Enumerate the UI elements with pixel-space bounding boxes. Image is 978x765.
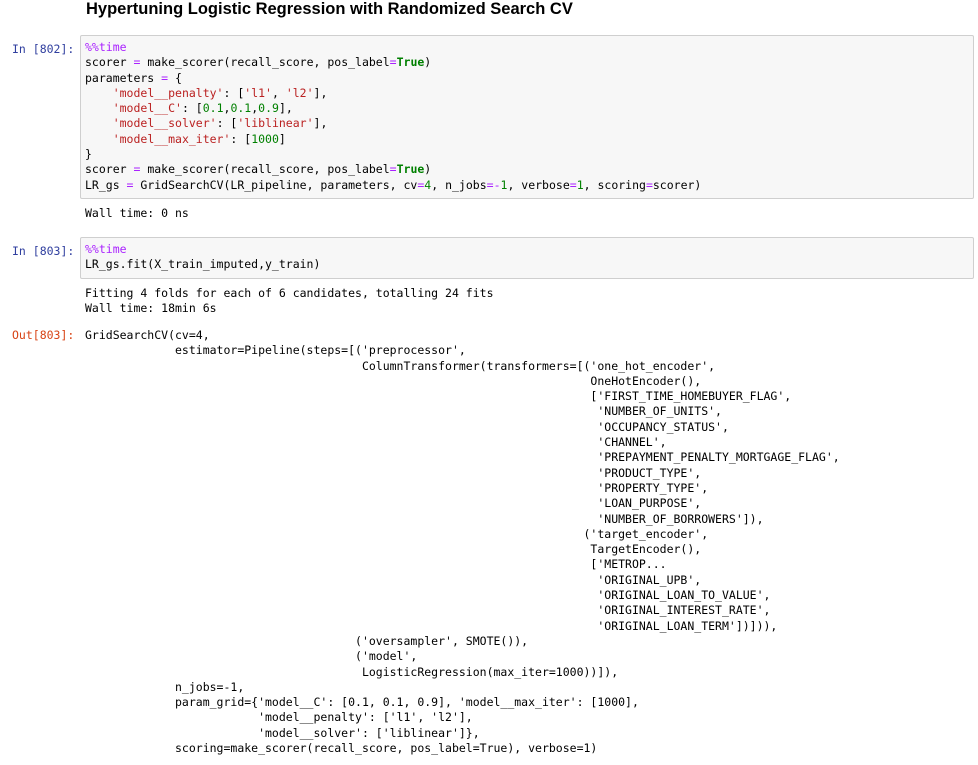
code-line: LR_gs.fit(X_train_imputed,y_train) — [85, 257, 321, 272]
code-line: LR_gs = GridSearchCV(LR_pipeline, parame… — [85, 177, 702, 192]
stdout-802: Wall time: 0 ns — [85, 206, 189, 220]
input-prompt-803: In [803]: — [12, 244, 75, 258]
code-cell-803[interactable]: %%time LR_gs.fit(X_train_imputed,y_train… — [80, 237, 974, 279]
code-line: } — [85, 147, 92, 162]
code-line: scorer = make_scorer(recall_score, pos_l… — [85, 162, 432, 177]
stdout-803: Fitting 4 folds for each of 6 candidates… — [85, 286, 494, 316]
markdown-heading: Hypertuning Logistic Regression with Ran… — [86, 0, 573, 18]
output-prompt-803: Out[803]: — [12, 328, 75, 342]
code-editor-802[interactable]: %%time scorer = make_scorer(recall_score… — [85, 40, 973, 193]
code-line: parameters = { — [85, 70, 182, 85]
code-line: %%time — [85, 242, 127, 256]
cell-stdout-803: Fitting 4 folds for each of 6 candidates… — [85, 286, 494, 317]
cell-result-803: GridSearchCV(cv=4, estimator=Pipeline(st… — [85, 328, 840, 756]
code-cell-802[interactable]: %%time scorer = make_scorer(recall_score… — [80, 35, 974, 199]
code-line: 'model__penalty': ['l1', 'l2'], — [112, 85, 328, 100]
code-editor-803[interactable]: %%time LR_gs.fit(X_train_imputed,y_train… — [85, 242, 973, 273]
code-line: 'model__max_iter': [1000] — [112, 131, 286, 146]
input-prompt-802: In [802]: — [12, 42, 75, 56]
code-line: 'model__C': [0.1,0.1,0.9], — [112, 101, 293, 116]
cell-output-802: Wall time: 0 ns — [85, 206, 189, 221]
code-line: scorer = make_scorer(recall_score, pos_l… — [85, 55, 432, 70]
code-line: 'model__solver': ['liblinear'], — [112, 116, 328, 131]
result-repr-803: GridSearchCV(cv=4, estimator=Pipeline(st… — [85, 328, 840, 756]
code-line: %%time — [85, 40, 127, 54]
